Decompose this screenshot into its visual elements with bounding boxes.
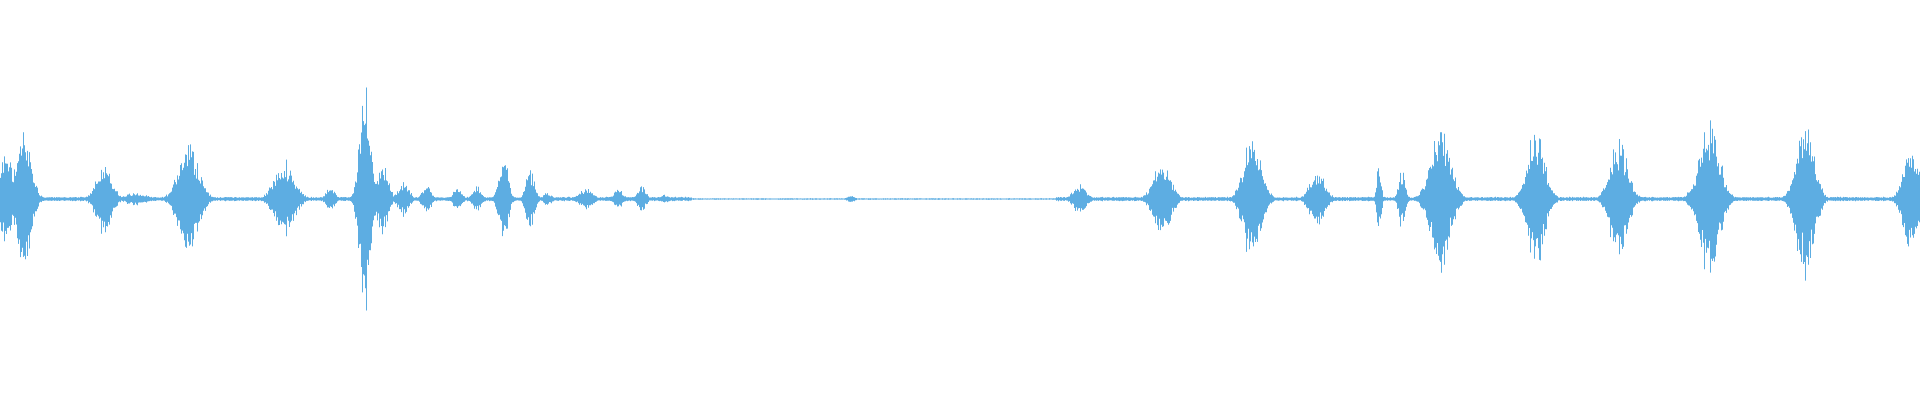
waveform-samples xyxy=(0,87,1920,311)
